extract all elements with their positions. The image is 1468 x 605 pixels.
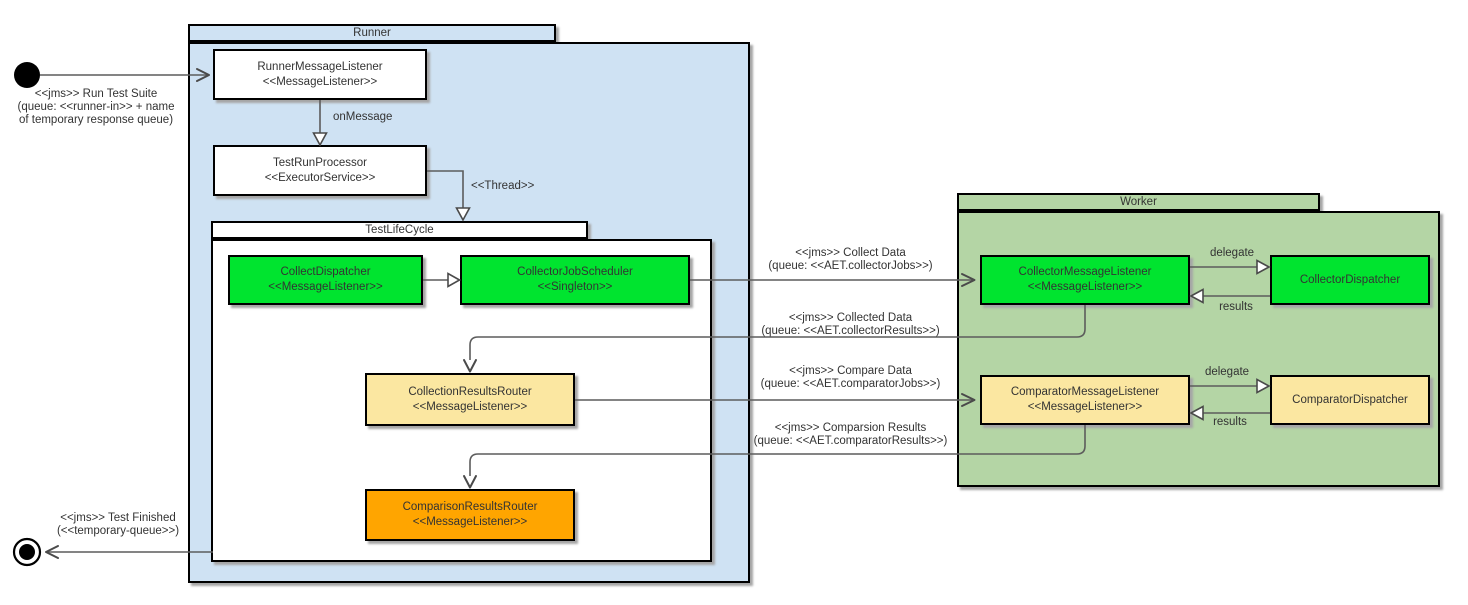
node-collection-results-router: CollectionResultsRouter <<MessageListene… xyxy=(365,373,575,426)
edge-label-line: (queue: <<runner-in>> + name xyxy=(17,101,175,113)
node-stereotype: <<MessageListener>> xyxy=(268,281,383,293)
testlifecycle-package-tab: TestLifeCycle xyxy=(211,221,588,239)
node-title: ComparisonResultsRouter xyxy=(402,501,538,513)
node-title: RunnerMessageListener xyxy=(257,60,383,73)
node-stereotype: <<MessageListener>> xyxy=(1027,281,1143,293)
node-collector-message-listener: CollectorMessageListener <<MessageListen… xyxy=(980,255,1190,305)
node-title: ComparatorDispatcher xyxy=(1292,393,1408,406)
testlifecycle-package-title: TestLifeCycle xyxy=(365,224,434,236)
node-runner-message-listener: RunnerMessageListener <<MessageListener>… xyxy=(213,49,427,100)
final-node xyxy=(12,537,42,567)
node-title: ComparatorMessageListener xyxy=(1010,386,1160,398)
edge-label-line: (<<temporary-queue>>) xyxy=(56,525,180,537)
worker-package-tab: Worker xyxy=(957,193,1320,211)
node-title: CollectDispatcher xyxy=(280,266,371,278)
initial-node xyxy=(14,62,40,88)
edge-label-comparator-results: results xyxy=(1213,416,1247,428)
node-collect-dispatcher: CollectDispatcher <<MessageListener>> xyxy=(228,255,423,305)
runner-package-title: Runner xyxy=(353,27,391,39)
edge-label-run-test-suite: <<jms>> Run Test Suite (queue: <<runner-… xyxy=(0,88,192,127)
edge-label-comparison-results: <<jms>> Comparsion Results (queue: <<AET… xyxy=(738,422,963,448)
node-collector-job-scheduler: CollectorJobScheduler <<Singleton>> xyxy=(460,255,690,305)
edge-label-line: (queue: <<AET.comparatorJobs>>) xyxy=(760,378,941,390)
worker-package-title: Worker xyxy=(1120,196,1157,208)
edge-label-line: (queue: <<AET.comparatorResults>>) xyxy=(753,435,948,447)
edge-label-line: <<jms>> Run Test Suite xyxy=(34,88,158,100)
node-title: CollectorJobScheduler xyxy=(517,266,633,278)
edge-label-on-message: onMessage xyxy=(333,111,393,123)
edge-label-line: <<jms>> Compare Data xyxy=(789,365,912,377)
node-title: CollectionResultsRouter xyxy=(408,385,532,398)
node-stereotype: <<MessageListener>> xyxy=(262,75,378,88)
edge-label-line: <<jms>> Collect Data xyxy=(795,247,906,259)
edge-label-thread: <<Thread>> xyxy=(471,180,535,192)
node-stereotype: <<ExecutorService>> xyxy=(264,171,376,184)
edge-label-compare-data: <<jms>> Compare Data (queue: <<AET.compa… xyxy=(738,365,963,391)
node-stereotype: <<MessageListener>> xyxy=(412,400,528,413)
runner-package-tab: Runner xyxy=(188,24,556,42)
edge-label-collect-data: <<jms>> Collect Data (queue: <<AET.colle… xyxy=(738,247,963,273)
edge-label-collector-delegate: delegate xyxy=(1209,247,1255,259)
edge-label-collected-data: <<jms>> Collected Data (queue: <<AET.col… xyxy=(738,312,963,338)
node-collector-dispatcher: CollectorDispatcher xyxy=(1270,255,1430,305)
edge-label-line: of temporary response queue) xyxy=(18,114,174,126)
edge-label-line: (queue: <<AET.collectorJobs>>) xyxy=(768,260,933,272)
node-stereotype: <<MessageListener>> xyxy=(1027,401,1143,413)
edge-label-line: (queue: <<AET.collectorResults>>) xyxy=(761,325,940,337)
edge-label-test-finished: <<jms>> Test Finished (<<temporary-queue… xyxy=(38,512,198,538)
edge-label-collector-results: results xyxy=(1219,301,1253,313)
node-title: CollectorDispatcher xyxy=(1299,273,1401,286)
node-stereotype: <<MessageListener>> xyxy=(412,516,528,528)
edge-label-line: <<jms>> Comparsion Results xyxy=(774,422,927,434)
node-stereotype: <<Singleton>> xyxy=(537,281,613,293)
edge-label-line: <<jms>> Collected Data xyxy=(788,312,913,324)
edge-label-comparator-delegate: delegate xyxy=(1204,366,1250,378)
node-comparator-dispatcher: ComparatorDispatcher xyxy=(1270,375,1430,425)
node-comparison-results-router: ComparisonResultsRouter <<MessageListene… xyxy=(365,489,575,541)
node-title: TestRunProcessor xyxy=(273,156,367,169)
node-test-run-processor: TestRunProcessor <<ExecutorService>> xyxy=(213,145,427,196)
node-comparator-message-listener: ComparatorMessageListener <<MessageListe… xyxy=(980,375,1190,425)
edge-label-line: <<jms>> Test Finished xyxy=(60,512,176,524)
connector-run-test-suite xyxy=(40,68,210,82)
node-title: CollectorMessageListener xyxy=(1018,266,1152,278)
